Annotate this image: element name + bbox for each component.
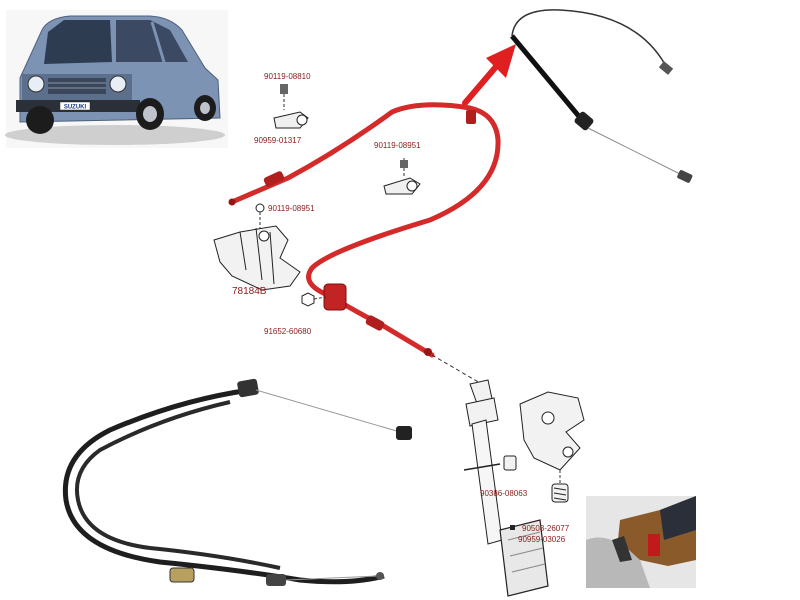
pedal-spring [551, 470, 569, 503]
label-bolt-mid: 90119-08951 [374, 141, 421, 150]
part-labels: 90119-08810 90959-01317 90119-08951 9011… [232, 72, 570, 544]
label-pedal-pin: 90386-08063 [480, 489, 528, 498]
pedal-pin [463, 455, 517, 471]
car-photo: SUZUKI [5, 10, 228, 148]
throttle-cable-end [510, 9, 693, 183]
label-spring-b: 90959-03026 [518, 535, 566, 544]
label-nut-bracket: 91652-60680 [264, 327, 312, 336]
accelerator-pedal [465, 379, 549, 597]
bolt-left [255, 203, 265, 240]
label-bracket: 78184B [232, 286, 267, 297]
cable-bracket [213, 225, 301, 291]
coiled-cable-photo [62, 378, 412, 586]
label-bolt-top: 90119-08810 [264, 72, 311, 81]
accelerator-cable-red [228, 102, 501, 384]
clamp-top [273, 84, 309, 129]
label-bolt-left: 90119-08951 [268, 204, 315, 213]
label-clamp-top: 90959-01317 [254, 136, 302, 145]
foot-on-pedal-photo [586, 496, 696, 588]
label-spring-a: 90508-26077 [522, 524, 570, 533]
pedal-bracket [519, 391, 585, 471]
car-badge: SUZUKI [64, 105, 87, 111]
clamp-mid [383, 158, 421, 195]
nut-bracket [301, 292, 327, 307]
direction-arrow [462, 44, 516, 106]
